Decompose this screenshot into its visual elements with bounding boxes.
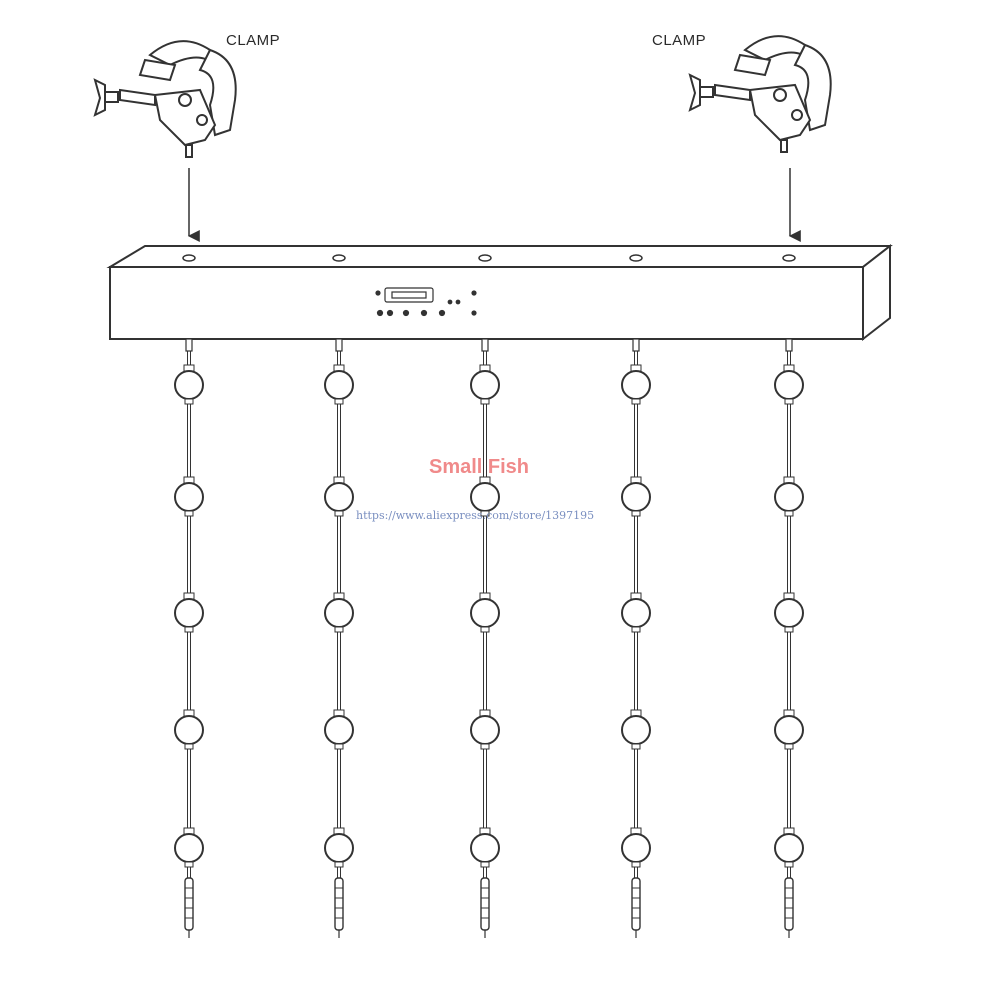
clamp-right-icon [688,35,832,153]
clip-icon [334,398,344,405]
clip-icon [334,626,344,633]
clamp-left-icon [93,40,237,158]
watermark-url: https://www.aliexpress.com/store/1397195 [356,509,595,522]
clip-icon [631,626,641,633]
led-ball-icon [774,370,804,400]
led-ball-icon [470,598,500,628]
led-ball-icon [174,482,204,512]
clip-icon [480,398,490,405]
led-ball-icon [324,482,354,512]
led-ball-icon [174,715,204,745]
clip-icon [334,510,344,517]
connector-plug-icon [334,877,344,938]
clip-icon [334,743,344,750]
clip-icon [480,861,490,868]
mounting-holes [182,254,796,262]
button-icon [376,309,384,317]
led-ball-icon [774,833,804,863]
clip-icon [784,861,794,868]
connector-plug-icon [184,877,194,938]
strand-top-connector [335,338,343,352]
clip-icon [784,510,794,517]
led-ball-icon [470,482,500,512]
led-ball-icon [324,715,354,745]
led-ball-icon [621,370,651,400]
led-strand [774,338,804,938]
led-ball-icon [470,370,500,400]
led-ball-icon [174,370,204,400]
led-strand [621,338,651,938]
clip-icon [184,510,194,517]
led-ball-icon [174,833,204,863]
clip-icon [184,743,194,750]
clip-icon [334,861,344,868]
clip-icon [784,626,794,633]
control-panel [375,287,477,317]
led-strand [470,338,500,938]
led-ball-icon [774,482,804,512]
clip-icon [184,398,194,405]
clip-icon [631,510,641,517]
clip-icon [184,626,194,633]
strand-top-connector [185,338,193,352]
clip-icon [480,626,490,633]
clip-icon [631,861,641,868]
button-icon [386,309,394,317]
watermark-brand: Small Fish [428,456,530,478]
clip-icon [480,510,490,517]
led-strand [324,338,354,938]
strand-top-connector [632,338,640,352]
led-ball-icon [324,598,354,628]
clip-icon [631,398,641,405]
led-ball-icon [470,833,500,863]
connector-plug-icon [480,877,490,938]
clip-icon [784,398,794,405]
led-ball-icon [324,833,354,863]
led-ball-icon [621,482,651,512]
led-ball-icon [774,598,804,628]
clip-icon [480,743,490,750]
clip-icon [784,743,794,750]
button-icon [402,309,410,317]
connector-plug-icon [631,877,641,938]
strand-top-connector [481,338,489,352]
led-ball-icon [324,370,354,400]
clamp-right-label: CLAMP [652,32,707,49]
led-ball-icon [621,833,651,863]
controller-bar-icon [106,243,893,342]
led-strands [174,338,804,938]
led-ball-icon [174,598,204,628]
connector-plug-icon [784,877,794,938]
status-led [375,290,381,296]
led-ball-icon [470,715,500,745]
clip-icon [631,743,641,750]
led-ball-icon [621,598,651,628]
led-ball-icon [621,715,651,745]
led-strand [174,338,204,938]
clamp-left-label: CLAMP [226,32,281,49]
button-icon [420,309,428,317]
clip-icon [184,861,194,868]
strand-top-connector [785,338,793,352]
button-icon [438,309,446,317]
led-ball-icon [774,715,804,745]
